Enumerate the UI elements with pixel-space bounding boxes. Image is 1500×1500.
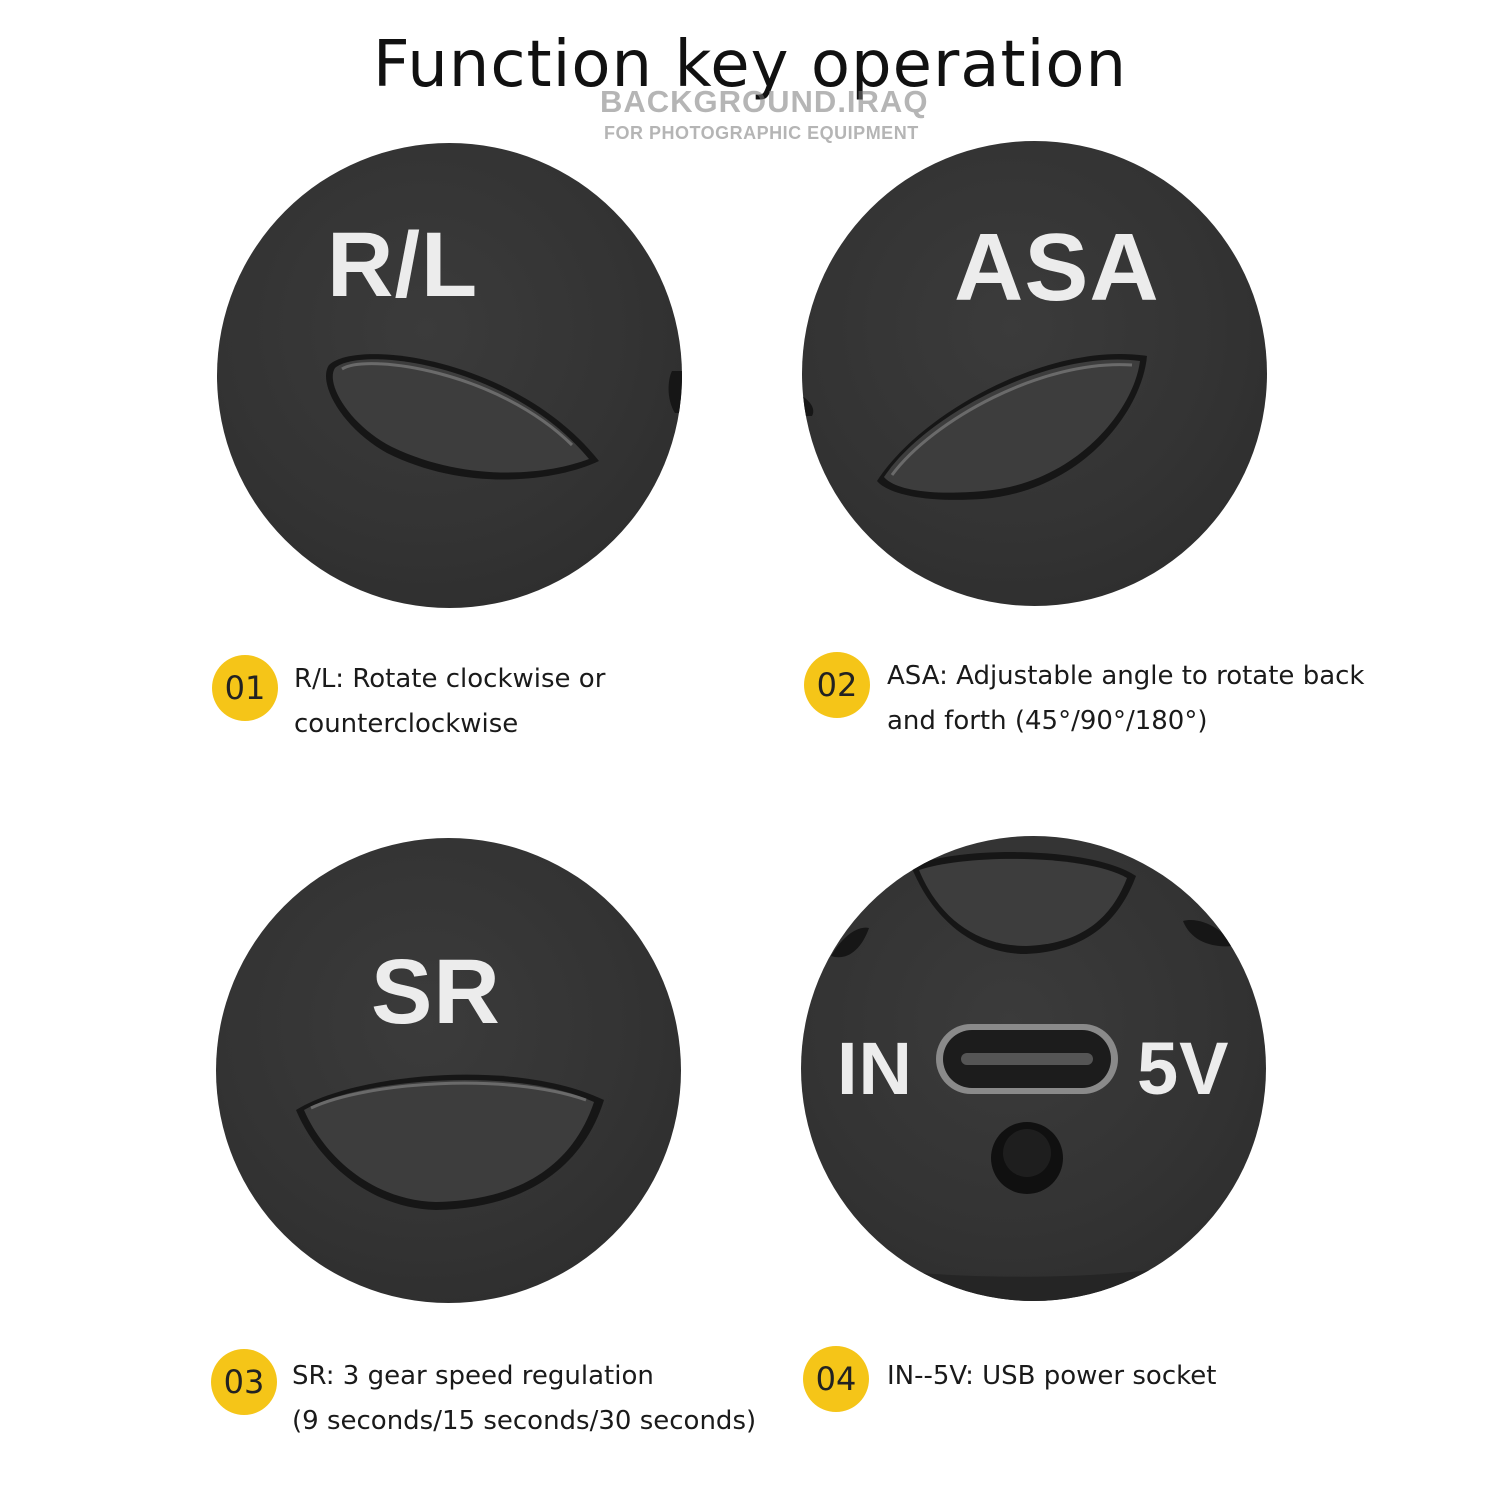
rl-description-line2: counterclockwise [294,709,519,739]
sr-key-label: SR [371,941,501,1043]
rl-key-photo: R/L [217,143,682,608]
sr-description: SR: 3 gear speed regulation (9 seconds/1… [292,1354,756,1444]
number-badge-01: 01 [212,655,278,721]
sr-description-line2: (9 seconds/15 seconds/30 seconds) [292,1406,757,1436]
watermark-brand: BACKGROUND.IRAQ [600,84,929,119]
asa-key-label: ASA [954,214,1160,321]
rl-description-line1: R/L: Rotate clockwise or [294,664,606,694]
usb-description: IN--5V: USB power socket [887,1354,1216,1399]
number-badge-03: 03 [211,1349,277,1415]
usb-socket-photo: IN 5V [801,836,1266,1301]
sr-key-photo: SR [216,838,681,1303]
asa-description: ASA: Adjustable angle to rotate back and… [887,654,1364,744]
asa-description-line1: ASA: Adjustable angle to rotate back [887,661,1365,691]
number-badge-02: 02 [804,652,870,718]
asa-button-icon [802,353,1147,500]
watermark-tagline: FOR PHOTOGRAPHIC EQUIPMENT [604,123,919,143]
usb-description-line1: IN--5V: USB power socket [887,1361,1217,1391]
in-label: IN [837,1027,913,1110]
rl-key-label: R/L [327,214,479,316]
page-title: Function key operation [372,28,1128,102]
sr-button-icon [296,1074,604,1210]
number-badge-04: 04 [803,1346,869,1412]
rl-button-icon [326,354,682,480]
asa-description-line2: and forth (45°/90°/180°) [887,706,1208,736]
rl-description: R/L: Rotate clockwise or counterclockwis… [294,657,605,747]
asa-key-photo: ASA [802,141,1267,606]
5v-label: 5V [1137,1027,1230,1110]
usb-panel-icon [801,852,1266,1301]
usb-c-port-icon [936,1024,1118,1094]
sr-description-line1: SR: 3 gear speed regulation [292,1361,654,1391]
